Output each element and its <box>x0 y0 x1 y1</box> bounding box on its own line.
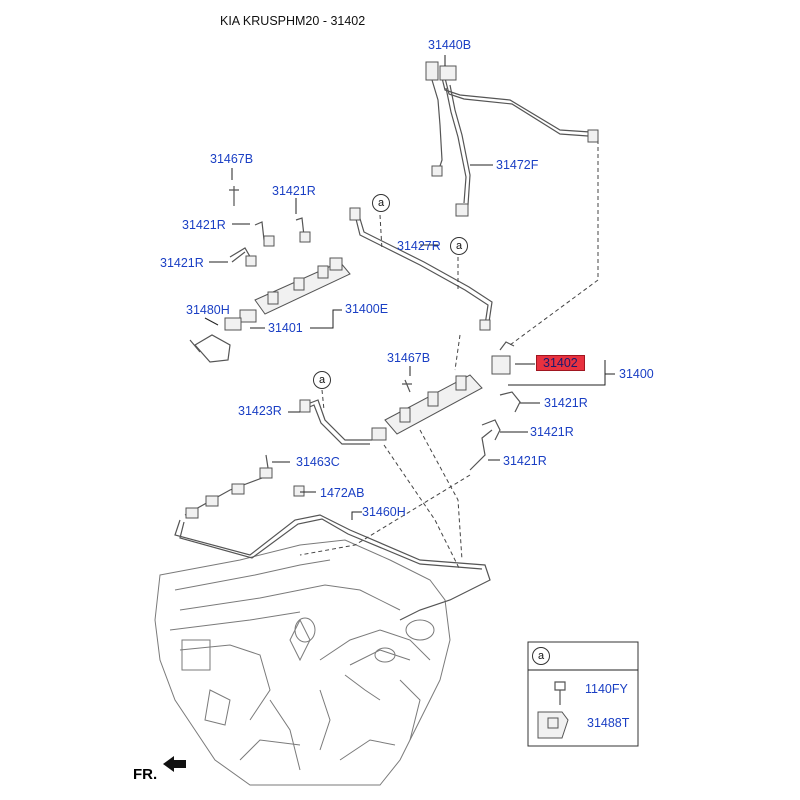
part-label-31400[interactable]: 31400 <box>619 367 654 381</box>
part-label-1140FY[interactable]: 1140FY <box>585 682 628 696</box>
part-label-31460H[interactable]: 31460H <box>362 505 406 519</box>
part-label-31400E[interactable]: 31400E <box>345 302 389 316</box>
part-label-31463C[interactable]: 31463C <box>296 455 340 469</box>
part-label-31421R-f[interactable]: 31421R <box>503 454 547 468</box>
part-label-31488T[interactable]: 31488T <box>587 716 630 730</box>
callout-a-1: a <box>372 194 390 212</box>
engine-block <box>154 539 451 786</box>
part-label-31423R[interactable]: 31423R <box>238 404 282 418</box>
part-label-31480H[interactable]: 31480H <box>186 303 230 317</box>
part-label-31421R-e[interactable]: 31421R <box>530 425 574 439</box>
guide-lines <box>299 140 599 571</box>
part-label-31467B-mid[interactable]: 31467B <box>387 351 431 365</box>
fuel-rail-right <box>371 341 521 471</box>
part-label-31421R-b[interactable]: 31421R <box>182 218 226 232</box>
front-arrow-icon <box>163 756 186 772</box>
page-title: KIA KRUSPHM20 - 31402 <box>220 14 366 28</box>
fuel-rail-left <box>189 186 351 363</box>
part-label-31440B[interactable]: 31440B <box>428 38 472 52</box>
pipe-31440B <box>425 61 599 217</box>
callout-a-3: a <box>313 371 331 389</box>
part-label-31421R-a[interactable]: 31421R <box>272 184 316 198</box>
callout-a-inset: a <box>532 647 550 665</box>
part-label-31401[interactable]: 31401 <box>268 321 303 335</box>
leader-lines <box>204 55 615 723</box>
hose-31460H <box>174 454 491 621</box>
pipe-31427R <box>349 207 493 331</box>
part-label-31421R-d[interactable]: 31421R <box>544 396 588 410</box>
part-label-31421R-c[interactable]: 31421R <box>160 256 204 270</box>
detail-inset-a <box>527 641 639 747</box>
part-label-1472AB[interactable]: 1472AB <box>320 486 365 500</box>
part-label-31402-highlighted[interactable]: 31402 <box>536 355 585 371</box>
part-label-31467B-top[interactable]: 31467B <box>210 152 254 166</box>
part-label-31472F[interactable]: 31472F <box>496 158 539 172</box>
part-label-31427R[interactable]: 31427R <box>397 239 441 253</box>
pipe-31423R <box>299 399 372 445</box>
front-direction-label: FR. <box>133 766 158 783</box>
callout-a-2: a <box>450 237 468 255</box>
